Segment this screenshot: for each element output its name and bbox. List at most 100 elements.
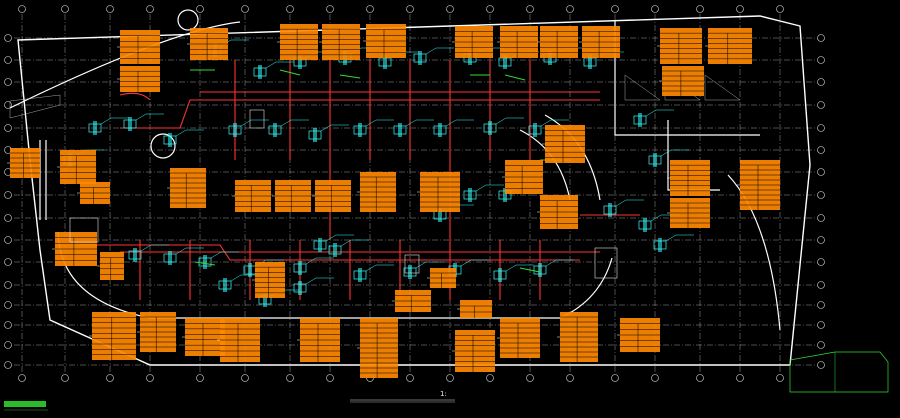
grid-bubble-left xyxy=(4,258,12,266)
equipment-unit xyxy=(433,119,474,137)
branch-duct xyxy=(504,74,526,81)
equipment-leader xyxy=(405,119,417,127)
grid-bubble-right xyxy=(817,341,825,349)
equipment-unit xyxy=(528,119,569,137)
equipment-riser xyxy=(358,123,362,137)
equipment-riser xyxy=(658,238,662,252)
schedule-table xyxy=(497,318,540,358)
schedule-table xyxy=(297,318,340,362)
equipment-leader xyxy=(495,117,507,125)
schedule-table xyxy=(272,180,311,212)
equipment-unit xyxy=(123,113,164,131)
schedule-table-fill xyxy=(322,24,360,60)
grid-bubble-top xyxy=(776,5,784,13)
equipment-leader xyxy=(460,259,472,267)
key-plan xyxy=(789,351,889,393)
equipment-riser xyxy=(258,65,262,79)
grid-bubble-bottom xyxy=(61,374,69,382)
grid-bubble-left xyxy=(4,78,12,86)
grid-bubble-top xyxy=(566,5,574,13)
equipment-riser xyxy=(418,51,422,65)
equipment-leader xyxy=(545,259,557,267)
grid-bubble-right xyxy=(817,236,825,244)
equipment-unit xyxy=(163,129,204,147)
equipment-unit xyxy=(353,264,394,282)
equipment-riser xyxy=(498,268,502,282)
grid-bubble-bottom xyxy=(651,374,659,382)
schedule-table xyxy=(417,172,460,212)
schedule-table-fill xyxy=(255,262,285,298)
grid-bubble-bottom xyxy=(146,374,154,382)
equipment-unit xyxy=(163,247,204,265)
equipment-riser xyxy=(133,248,137,262)
equipment-unit xyxy=(483,117,524,135)
grid-bubble-left xyxy=(4,321,12,329)
schedule-table xyxy=(277,24,318,60)
grid-bubble-right xyxy=(817,56,825,64)
equipment-riser xyxy=(273,123,277,137)
equipment-leader xyxy=(540,119,552,127)
equipment-unit xyxy=(128,244,169,262)
schedule-table xyxy=(312,180,351,212)
schedule-table xyxy=(537,195,578,229)
equipment-leader xyxy=(425,47,437,55)
equipment-leader xyxy=(665,234,677,242)
equipment-leader xyxy=(175,129,187,137)
schedule-table xyxy=(319,24,360,60)
equipment-unit xyxy=(393,119,434,137)
equipment-unit xyxy=(413,47,454,65)
grid-axis-bubbles xyxy=(4,5,825,382)
equipment-leader xyxy=(280,119,292,127)
equipment-schedule-tables xyxy=(7,24,780,378)
grid-bubble-right xyxy=(817,361,825,369)
branch-duct xyxy=(519,267,541,273)
schedule-table xyxy=(392,290,431,312)
equipment-leader xyxy=(365,264,377,272)
grid-bubble-bottom xyxy=(526,374,534,382)
grid-bubble-top xyxy=(61,5,69,13)
schedule-table xyxy=(117,66,160,92)
duct-run xyxy=(119,92,151,101)
equipment-unit xyxy=(653,234,694,252)
equipment-riser xyxy=(298,281,302,295)
branch-duct xyxy=(339,74,361,79)
grid-bubble-right xyxy=(817,78,825,86)
grid-bubble-left xyxy=(4,124,12,132)
schedule-table-fill xyxy=(120,66,160,92)
grid-bubble-bottom xyxy=(566,374,574,382)
equipment-riser xyxy=(298,55,302,69)
equipment-unit xyxy=(633,109,674,127)
equipment-leader xyxy=(140,244,152,252)
equipment-riser xyxy=(93,121,97,135)
grid-bubble-bottom xyxy=(106,374,114,382)
schedule-table xyxy=(52,232,97,266)
schedule-table-fill xyxy=(460,300,492,318)
schedule-table xyxy=(252,262,285,298)
equipment-riser xyxy=(263,293,267,307)
grid-bubble-bottom xyxy=(286,374,294,382)
equipment-leader xyxy=(645,109,657,117)
equipment-unit xyxy=(403,261,444,279)
schedule-table xyxy=(357,318,398,378)
grid-bubble-top xyxy=(696,5,704,13)
equipment-unit xyxy=(308,124,349,142)
equipment-riser xyxy=(398,123,402,137)
grid-bubble-right xyxy=(817,214,825,222)
equipment-leader xyxy=(615,199,627,207)
equipment-riser xyxy=(358,268,362,282)
schedule-table xyxy=(427,268,456,288)
equipment-riser xyxy=(298,261,302,275)
equipment-riser xyxy=(503,188,507,202)
drawing-scale: 1: xyxy=(440,390,447,398)
schedule-table-fill xyxy=(92,312,136,360)
grid-bubble-left xyxy=(4,361,12,369)
schedule-table xyxy=(737,160,780,210)
schedule-table xyxy=(557,312,598,362)
grid-bubble-bottom xyxy=(611,374,619,382)
equipment-unit xyxy=(198,251,239,269)
equipment-riser xyxy=(638,113,642,127)
grid-bubble-top xyxy=(146,5,154,13)
grid-bubble-left xyxy=(4,191,12,199)
equipment-unit xyxy=(88,117,129,135)
grid-bubble-top xyxy=(241,5,249,13)
